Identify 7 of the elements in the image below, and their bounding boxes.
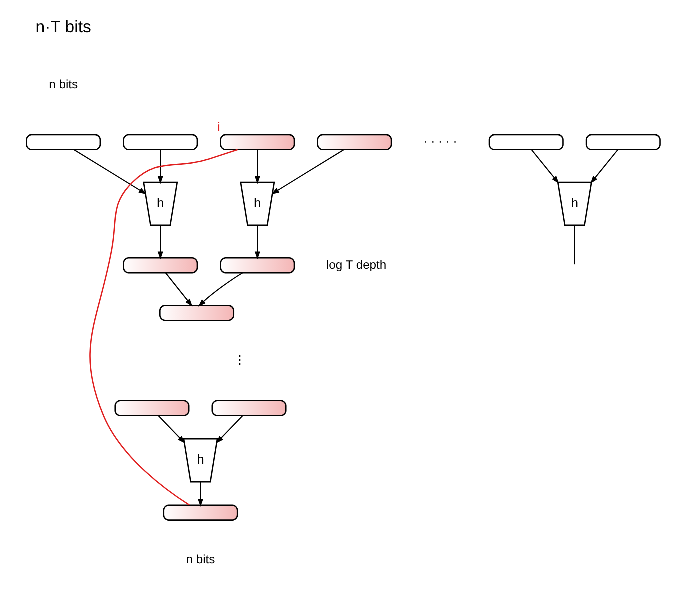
label: · · · · · (423, 134, 457, 149)
label: n·T bits (35, 18, 91, 37)
label: log T depth (326, 258, 386, 272)
label: n bits (186, 552, 215, 567)
label: n bits (48, 78, 78, 92)
label: ⋮ (233, 352, 246, 367)
node-label: i (216, 119, 220, 134)
